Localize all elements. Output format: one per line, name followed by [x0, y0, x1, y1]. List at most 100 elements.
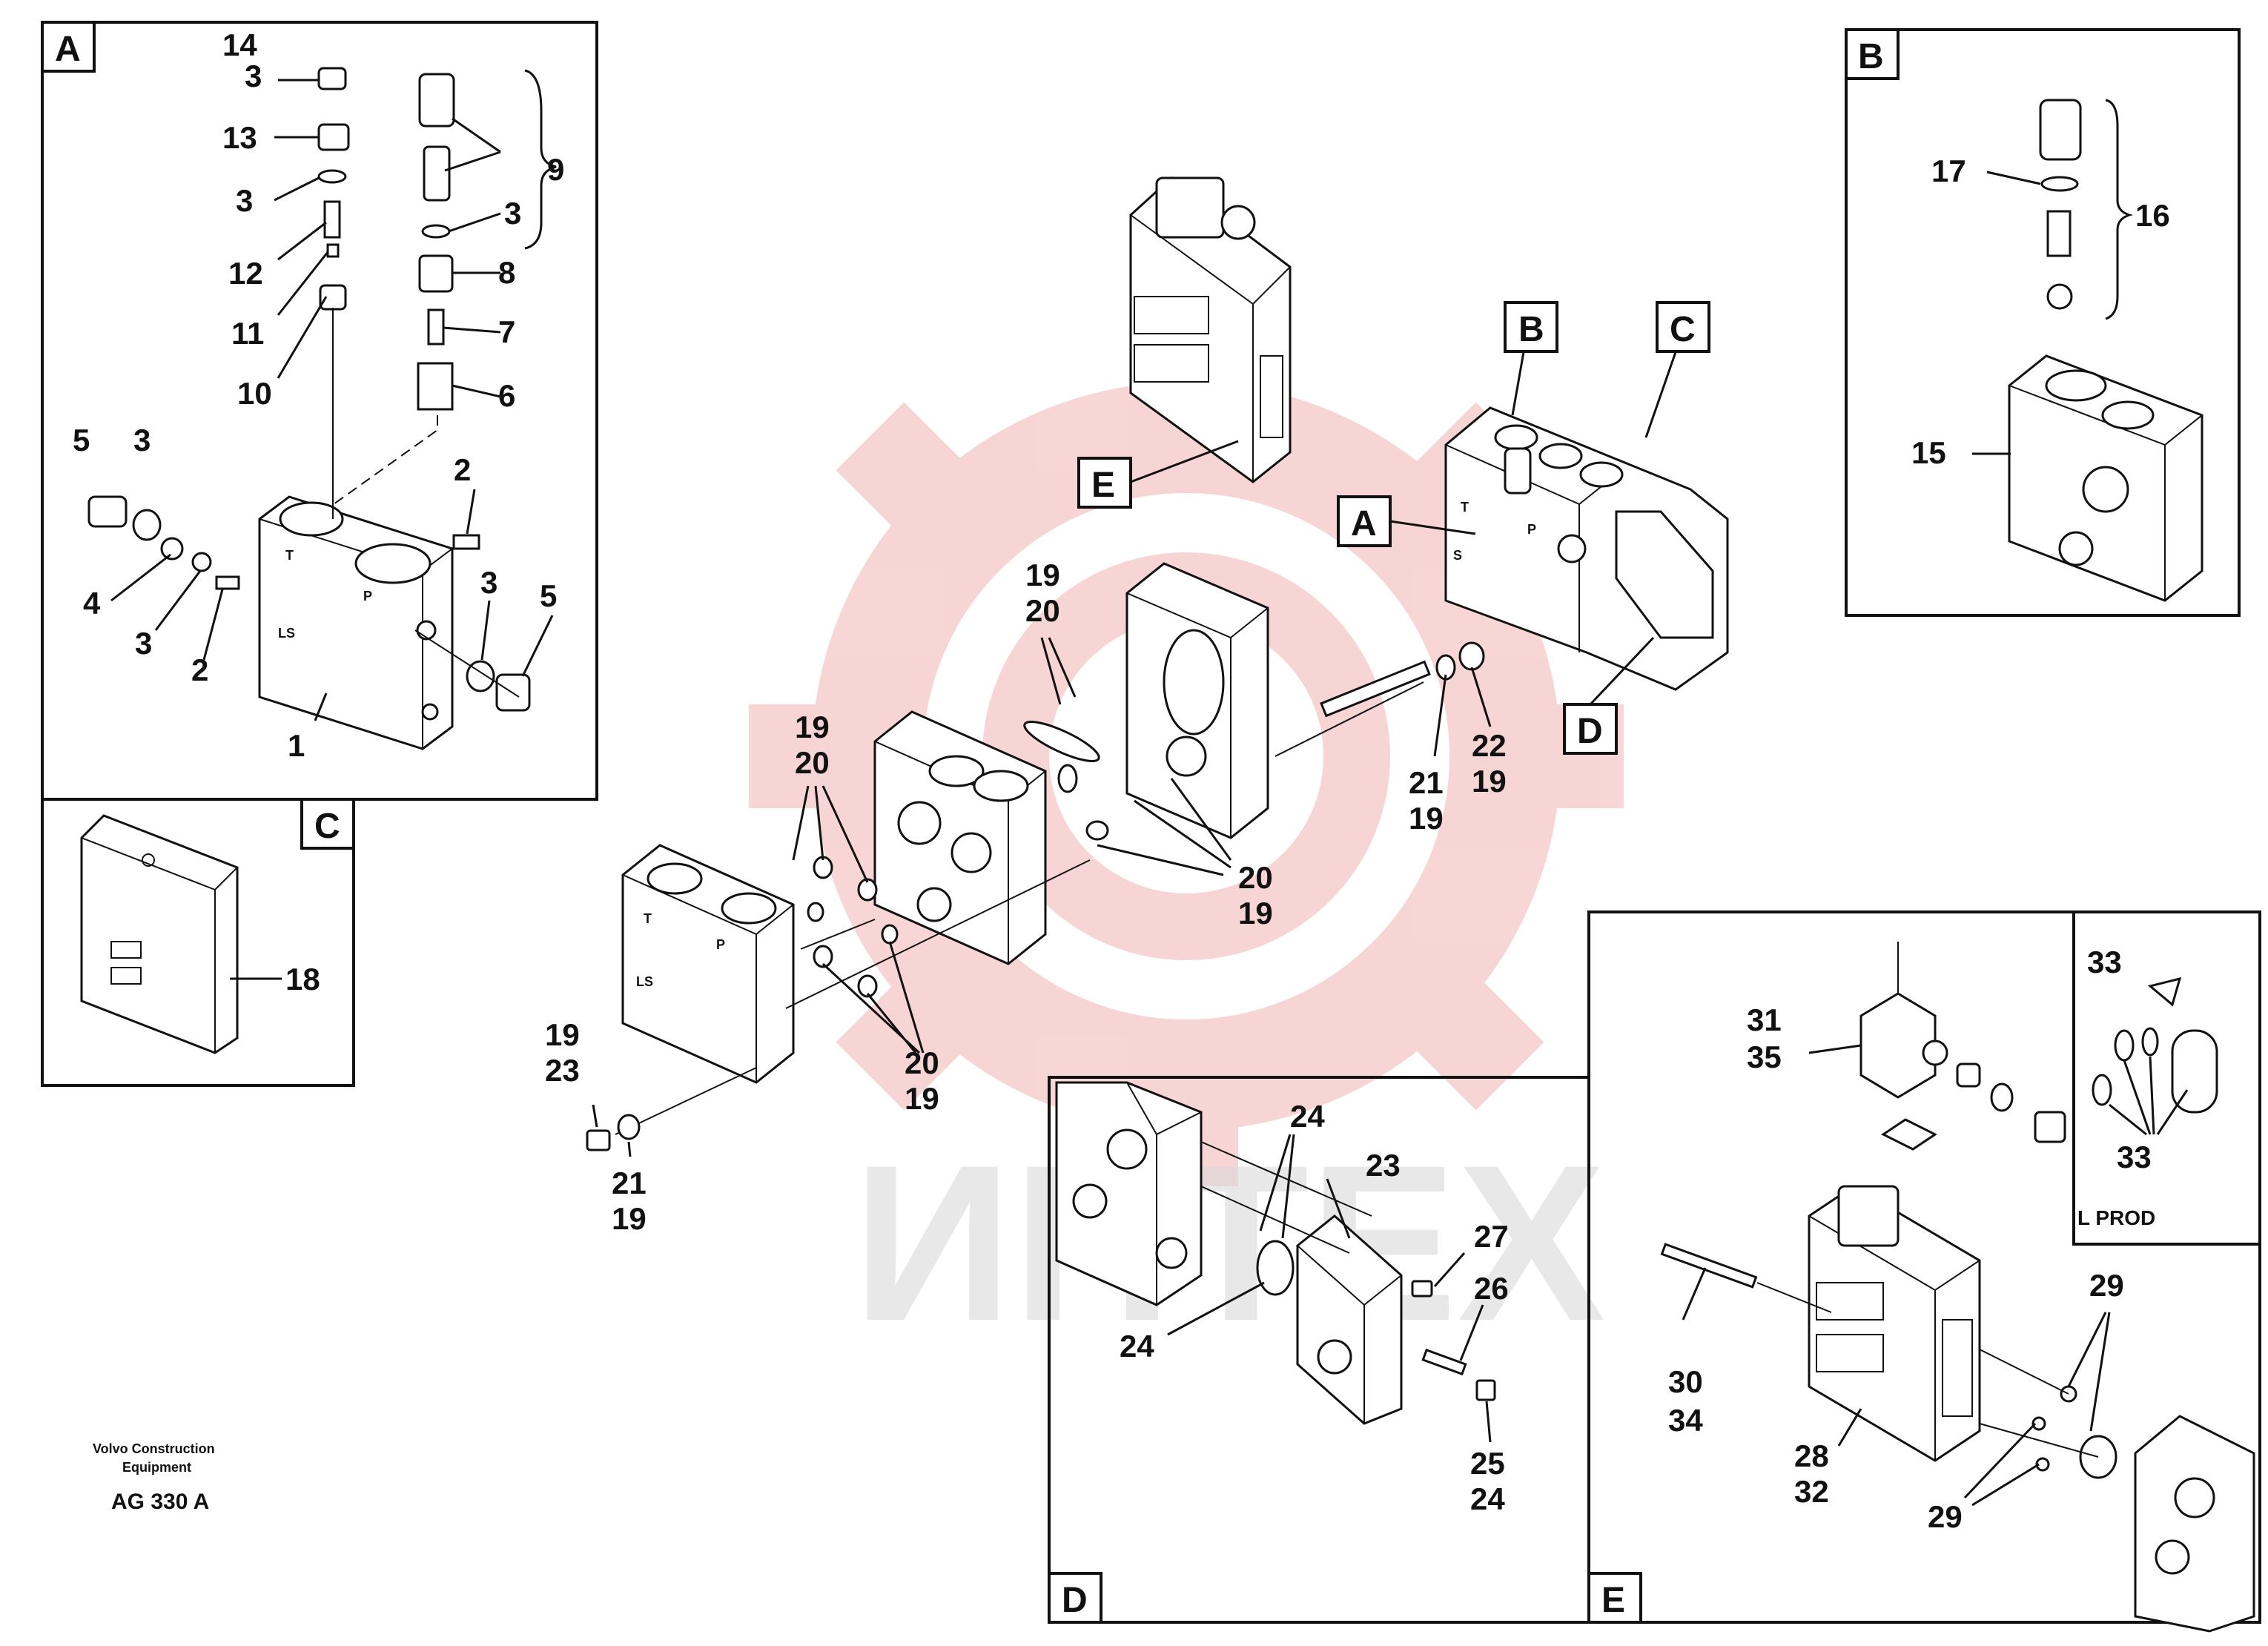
label-m-23: 23 — [545, 1053, 580, 1088]
label-a-1: 1 — [288, 728, 305, 763]
valve-stem-9 — [423, 145, 451, 202]
screw-2-low — [215, 575, 240, 590]
label-e-29b: 29 — [1928, 1499, 1963, 1534]
label-b-17: 17 — [1931, 153, 1966, 188]
label-d-24a: 24 — [1290, 1099, 1325, 1134]
nut-23 — [586, 1129, 611, 1151]
solenoid-block-e — [1129, 176, 1292, 483]
label-b-15: 15 — [1911, 435, 1946, 470]
label-a-7: 7 — [498, 314, 515, 349]
svg-text:T: T — [1461, 500, 1469, 515]
label-m-19h: 19 — [612, 1201, 647, 1236]
label-m-20c: 20 — [1238, 860, 1273, 895]
label-a-5-right: 5 — [540, 578, 557, 613]
label-m-19c: 19 — [1409, 801, 1444, 836]
label-b-16: 16 — [2135, 198, 2170, 233]
label-m-19g: 19 — [545, 1017, 580, 1052]
screw-2-right — [452, 534, 480, 550]
valve-cartridge-9 — [418, 73, 455, 128]
label-a-8: 8 — [498, 255, 515, 290]
svg-text:LS: LS — [636, 974, 653, 989]
label-m-19b: 19 — [795, 710, 830, 744]
panel-b: B 17 16 15 — [1845, 28, 2241, 617]
plug-27 — [1411, 1280, 1433, 1298]
callout-b: B — [1518, 310, 1544, 349]
label-e-28: 28 — [1794, 1438, 1829, 1473]
pin-7 — [427, 308, 445, 346]
label-a-10: 10 — [237, 376, 272, 411]
label-m-21a: 21 — [1409, 765, 1444, 800]
panel-a-letter: A — [55, 30, 81, 69]
panel-c: C 18 — [41, 798, 355, 1087]
svg-text:P: P — [1527, 522, 1536, 537]
svg-text:T: T — [644, 911, 652, 926]
panel-e: E L PROD 33 33 — [1587, 910, 2261, 1633]
ball-16 — [2046, 283, 2073, 310]
label-a-3-right: 3 — [504, 196, 521, 231]
label-d-23: 23 — [1366, 1148, 1401, 1183]
label-d-24c: 24 — [1470, 1481, 1505, 1516]
panel-d-letter: D — [1062, 1581, 1088, 1620]
label-e-31: 31 — [1747, 1002, 1782, 1037]
label-c-18: 18 — [285, 962, 320, 996]
panel-a-leaders — [110, 69, 557, 721]
label-a-9: 9 — [547, 152, 564, 187]
label-a-14: 14 — [222, 27, 257, 62]
valve-section-e — [2134, 1415, 2255, 1633]
piston-8 — [418, 254, 454, 293]
plug-14 — [317, 67, 347, 90]
label-m-22: 22 — [1472, 728, 1507, 763]
valve-section-body: T P LS — [258, 495, 454, 750]
seal-ring — [1023, 721, 1100, 762]
label-a-11: 11 — [231, 316, 264, 351]
plug-5-left — [87, 495, 128, 528]
callouts: B C A D E — [1077, 301, 1710, 755]
label-m-20a: 20 — [1025, 593, 1060, 628]
label-a-3-top: 3 — [245, 59, 262, 93]
callout-a: A — [1351, 504, 1377, 543]
label-e-29a: 29 — [2089, 1268, 2124, 1303]
label-m-19f: 19 — [905, 1081, 939, 1116]
label-a-3-rlow: 3 — [480, 565, 497, 600]
footer: Volvo Construction Equipment AG 330 A — [93, 1441, 215, 1514]
label-m-19e: 19 — [1238, 896, 1273, 931]
connector-seal-33 — [2147, 976, 2182, 1007]
label-e-32: 32 — [1794, 1474, 1829, 1509]
exploded-sections: T P LS — [586, 562, 1485, 1151]
label-a-3-mid: 3 — [236, 183, 253, 218]
gasket-31 — [1881, 1118, 1937, 1151]
connector-31 — [1859, 992, 1937, 1099]
label-e-34: 34 — [1668, 1403, 1703, 1438]
label-e-30: 30 — [1668, 1364, 1703, 1399]
o-ring-17 — [2040, 176, 2079, 192]
svg-text:P: P — [363, 589, 372, 604]
nut-25 — [1475, 1379, 1496, 1401]
svg-text:S: S — [1453, 548, 1462, 563]
label-a-3-low: 3 — [135, 626, 152, 661]
screw-26 — [1421, 1348, 1467, 1376]
seal-24 — [1256, 1240, 1295, 1296]
label-a-13: 13 — [222, 120, 257, 155]
screw-30 — [1660, 1243, 1758, 1289]
seat-10 — [319, 284, 347, 311]
cover-plate-18 — [80, 814, 239, 1054]
spring-6 — [417, 362, 454, 411]
center-leaders — [592, 637, 1492, 1157]
label-d-27: 27 — [1474, 1219, 1509, 1254]
callout-c: C — [1670, 310, 1696, 349]
washer-3-low — [191, 552, 212, 572]
label-m-21b: 21 — [612, 1166, 647, 1200]
label-m-20d: 20 — [905, 1045, 939, 1080]
label-a-4: 4 — [83, 586, 101, 621]
label-d-25: 25 — [1470, 1446, 1505, 1481]
callout-e: E — [1091, 466, 1115, 505]
label-d-24b: 24 — [1120, 1329, 1154, 1364]
panel-c-letter: C — [314, 807, 340, 846]
panel-e-letter: E — [1601, 1581, 1625, 1620]
panel-d: D 24 23 27 26 24 25 24 — [1048, 1076, 1590, 1624]
svg-text:LS: LS — [278, 626, 295, 641]
lprod-text: L PROD — [2077, 1206, 2155, 1229]
drawing-code: AG 330 A — [111, 1490, 209, 1514]
svg-text:P: P — [716, 937, 725, 952]
